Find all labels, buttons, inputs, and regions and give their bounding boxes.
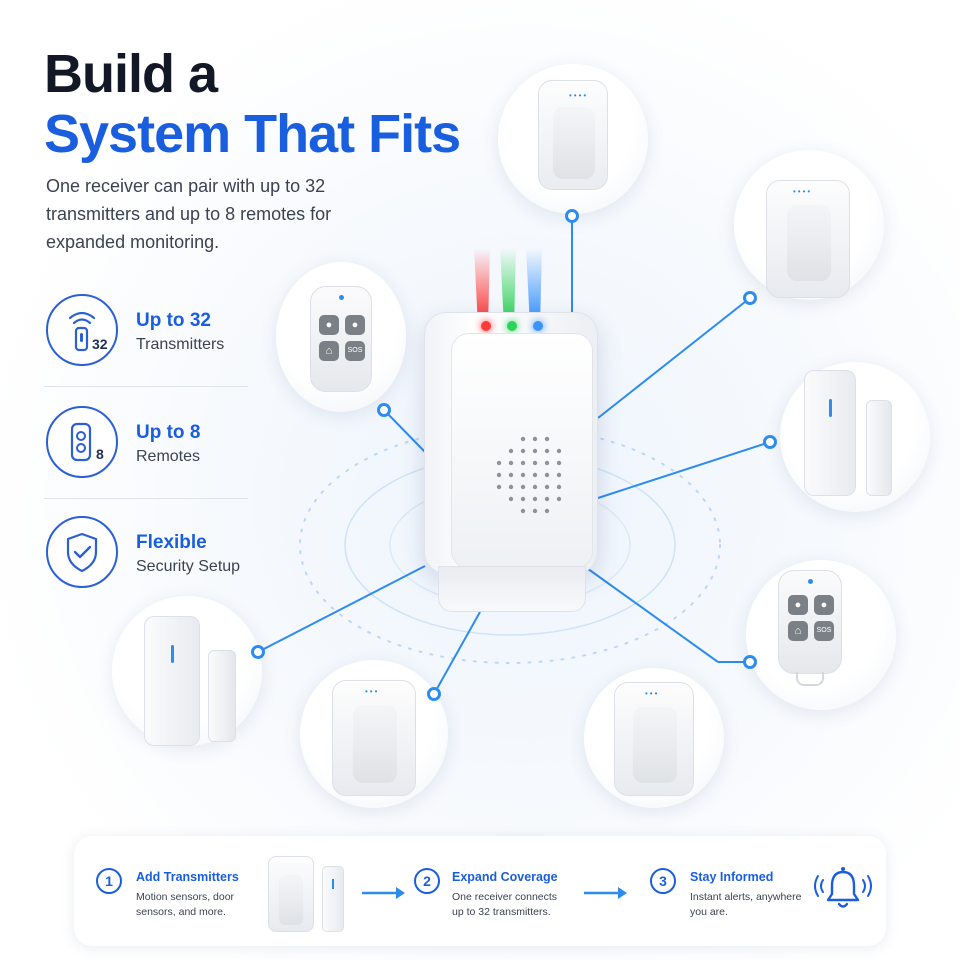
headline-line-1: Build a [44,44,218,104]
motion-sensor-device: ••• [584,668,724,808]
feature-flexible: Flexible Security Setup [44,512,248,602]
step-title: Add Transmitters [136,870,239,884]
feature-title: Up to 32 [136,310,211,331]
bell-alert-icon [814,867,872,908]
motion-sensor-device: ••• [300,660,448,808]
connection-node [377,403,391,417]
step-number: 3 [650,868,676,894]
receiver-chime-device [424,312,598,574]
step-number: 1 [96,868,122,894]
connection-node [743,655,757,669]
feature-transmitters: 32 Up to 32 Transmitters [44,290,248,380]
door-sensor-device [112,596,262,746]
feature-remotes: 8 Up to 8 Remotes [44,402,248,492]
arrow-right-icon [584,887,627,899]
door-sensor-device [780,362,930,512]
step-number: 2 [414,868,440,894]
step-title: Stay Informed [690,870,774,884]
connection-node [743,291,757,305]
key-fob-remote-device: ● ● ⌂ SOS [276,262,406,412]
setup-steps-panel: 1 Add Transmitters Motion sensors, door … [74,836,886,946]
transmitter-signal-icon [46,294,118,366]
feature-title: Up to 8 [136,422,201,443]
feature-subtitle: Transmitters [136,336,225,353]
connection-node [427,687,441,701]
sos-button-label: SOS [345,341,365,361]
door-sensor-thumbnail [322,866,344,932]
motion-sensor-thumbnail [268,856,314,932]
motion-sensor-device: •••• [734,150,884,300]
subtitle: One receiver can pair with up to 32 tran… [46,176,332,252]
feature-subtitle: Remotes [136,448,201,465]
transmitter-count-badge: 32 [92,336,108,352]
headline-line-2: System That Fits [44,104,461,164]
receiver-stand [438,566,586,612]
arrow-right-icon [362,887,405,899]
sos-button-label: SOS [814,621,834,641]
step-text: One receiver connects up to 32 transmitt… [452,891,558,918]
led-beams [474,248,542,326]
divider [44,386,248,387]
remote-count-badge: 8 [96,446,104,462]
step-title: Expand Coverage [452,870,558,884]
remote-icon [46,406,118,478]
connection-node [251,645,265,659]
divider [44,498,248,499]
feature-title: Flexible [136,532,207,553]
step-text: Instant alerts, anywhere you are. [690,891,802,918]
motion-sensor-device: •••• [498,64,648,214]
shield-check-icon [46,516,118,588]
key-fob-remote-device: ● ● ⌂ SOS [746,560,896,710]
connection-node [763,435,777,449]
feature-subtitle: Security Setup [136,558,241,575]
connection-node [565,209,579,223]
step-text: Motion sensors, door sensors, and more. [136,891,235,918]
